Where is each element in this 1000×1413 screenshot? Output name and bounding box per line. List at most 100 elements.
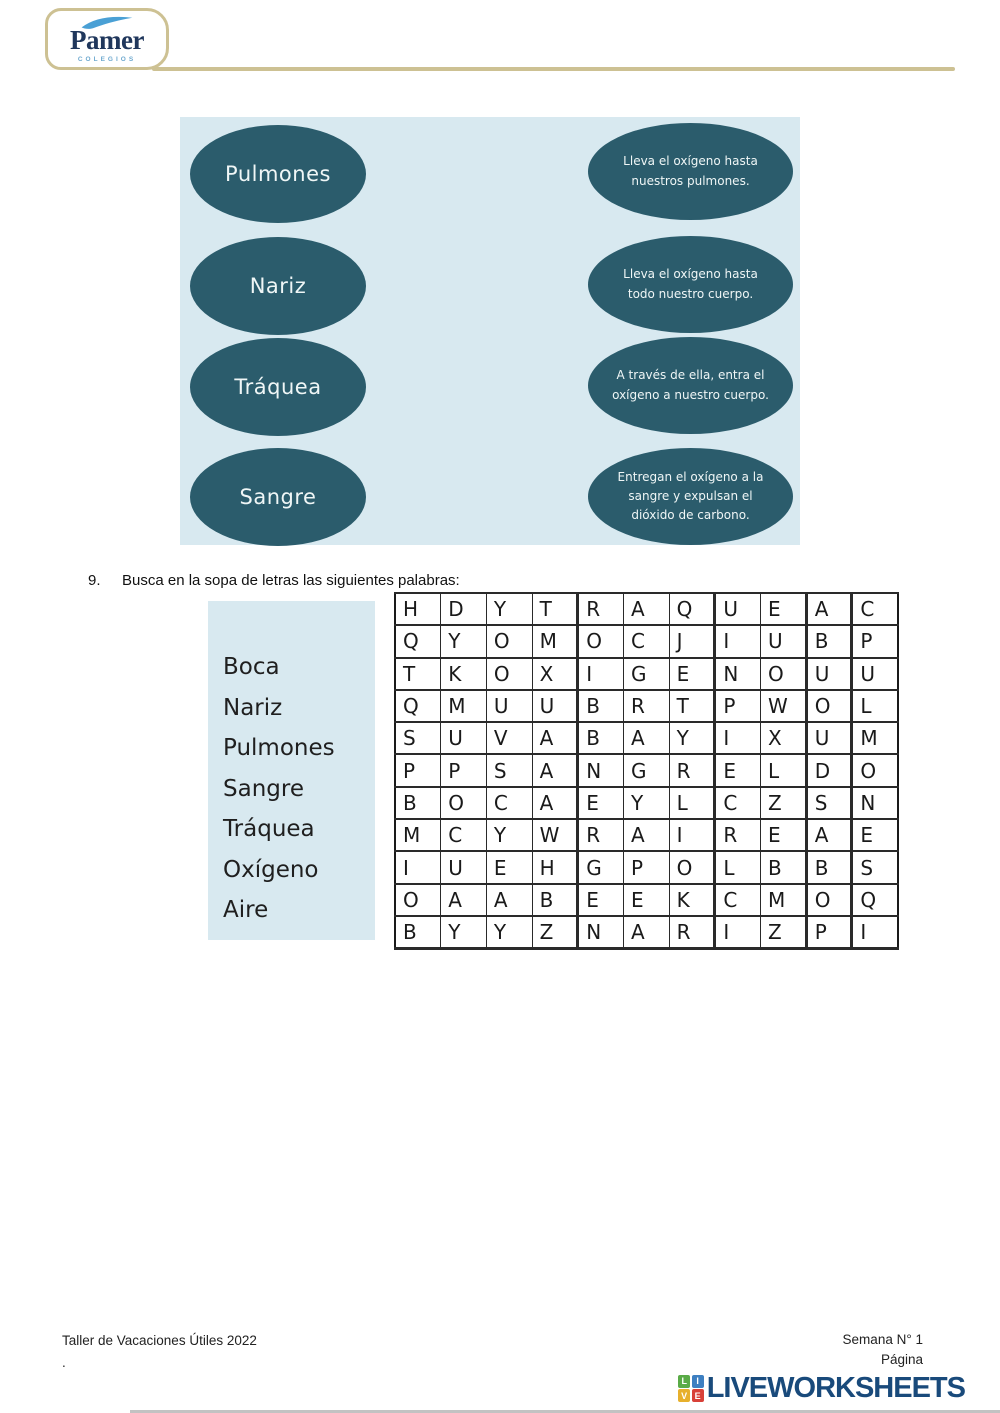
term-oval-traquea[interactable]: Tráquea [190,338,366,436]
grid-cell[interactable]: I [394,850,442,885]
definition-oval-4[interactable]: Entregan el oxígeno a la sangre y expuls… [588,448,793,545]
grid-cell[interactable]: U [804,721,853,756]
grid-cell[interactable]: N [576,753,624,788]
grid-cell[interactable]: G [622,753,670,788]
grid-cell[interactable]: Q [668,591,716,627]
grid-cell[interactable]: N [576,914,624,950]
grid-cell[interactable]: L [713,850,761,885]
grid-cell[interactable]: V [485,721,533,756]
grid-cell[interactable]: G [622,656,670,691]
grid-cell[interactable]: R [622,688,670,724]
grid-cell[interactable]: U [804,656,853,691]
grid-cell[interactable]: P [713,688,761,724]
grid-cell[interactable]: T [394,656,442,691]
grid-cell[interactable]: Y [440,914,487,950]
grid-cell[interactable]: Y [668,721,716,756]
grid-cell[interactable]: B [394,914,442,950]
grid-cell[interactable]: U [440,721,487,756]
grid-cell[interactable]: X [531,656,579,691]
grid-cell[interactable]: Y [440,624,487,659]
grid-cell[interactable]: I [576,656,624,691]
grid-cell[interactable]: E [576,785,624,821]
grid-cell[interactable]: O [668,850,716,885]
grid-cell[interactable]: J [668,624,716,659]
grid-cell[interactable]: A [622,591,670,627]
grid-cell[interactable]: Y [485,914,533,950]
definition-oval-3[interactable]: A través de ella, entra el oxígeno a nue… [588,337,793,434]
term-oval-pulmones[interactable]: Pulmones [190,125,366,223]
grid-cell[interactable]: P [622,850,670,885]
grid-cell[interactable]: U [850,656,899,691]
grid-cell[interactable]: B [760,850,807,885]
grid-cell[interactable]: I [713,624,761,659]
grid-cell[interactable]: H [531,850,579,885]
grid-cell[interactable]: T [668,688,716,724]
grid-cell[interactable]: A [440,882,487,917]
term-oval-nariz[interactable]: Nariz [190,237,366,335]
grid-cell[interactable]: N [713,656,761,691]
grid-cell[interactable]: I [850,914,899,950]
grid-cell[interactable]: A [531,753,579,788]
grid-cell[interactable]: L [850,688,899,724]
grid-cell[interactable]: B [394,785,442,821]
grid-cell[interactable]: W [760,688,807,724]
grid-cell[interactable]: M [850,721,899,756]
grid-cell[interactable]: M [531,624,579,659]
grid-cell[interactable]: Q [394,624,442,659]
grid-cell[interactable]: A [531,785,579,821]
grid-cell[interactable]: P [394,753,442,788]
grid-cell[interactable]: U [760,624,807,659]
grid-cell[interactable]: L [760,753,807,788]
grid-cell[interactable]: G [576,850,624,885]
grid-cell[interactable]: U [713,591,761,627]
grid-cell[interactable]: M [394,818,442,853]
grid-cell[interactable]: O [394,882,442,917]
grid-cell[interactable]: Y [622,785,670,821]
grid-cell[interactable]: I [668,818,716,853]
grid-cell[interactable]: P [440,753,487,788]
definition-oval-2[interactable]: Lleva el oxígeno hasta todo nuestro cuer… [588,236,793,333]
grid-cell[interactable]: E [760,818,807,853]
grid-cell[interactable]: U [440,850,487,885]
grid-cell[interactable]: Y [485,591,533,627]
grid-cell[interactable]: O [576,624,624,659]
grid-cell[interactable]: E [576,882,624,917]
grid-cell[interactable]: S [850,850,899,885]
grid-cell[interactable]: B [531,882,579,917]
grid-cell[interactable]: E [713,753,761,788]
grid-cell[interactable]: K [668,882,716,917]
grid-cell[interactable]: C [850,591,899,627]
grid-cell[interactable]: A [622,818,670,853]
grid-cell[interactable]: H [394,591,442,627]
grid-cell[interactable]: E [850,818,899,853]
grid-cell[interactable]: P [850,624,899,659]
grid-cell[interactable]: B [804,850,853,885]
grid-cell[interactable]: P [804,914,853,950]
grid-cell[interactable]: O [804,882,853,917]
grid-cell[interactable]: B [576,721,624,756]
grid-cell[interactable]: Q [394,688,442,724]
grid-cell[interactable]: U [531,688,579,724]
grid-cell[interactable]: R [713,818,761,853]
grid-cell[interactable]: R [576,818,624,853]
grid-cell[interactable]: W [531,818,579,853]
grid-cell[interactable]: Y [485,818,533,853]
grid-cell[interactable]: Q [850,882,899,917]
grid-cell[interactable]: M [440,688,487,724]
grid-cell[interactable]: R [668,914,716,950]
grid-cell[interactable]: N [850,785,899,821]
grid-cell[interactable]: K [440,656,487,691]
grid-cell[interactable]: R [668,753,716,788]
grid-cell[interactable]: O [760,656,807,691]
grid-cell[interactable]: C [713,785,761,821]
definition-oval-1[interactable]: Lleva el oxígeno hasta nuestros pulmones… [588,123,793,220]
grid-cell[interactable]: B [576,688,624,724]
grid-cell[interactable]: O [440,785,487,821]
grid-cell[interactable]: C [440,818,487,853]
grid-cell[interactable]: E [760,591,807,627]
grid-cell[interactable]: L [668,785,716,821]
grid-cell[interactable]: A [531,721,579,756]
grid-cell[interactable]: Z [760,914,807,950]
